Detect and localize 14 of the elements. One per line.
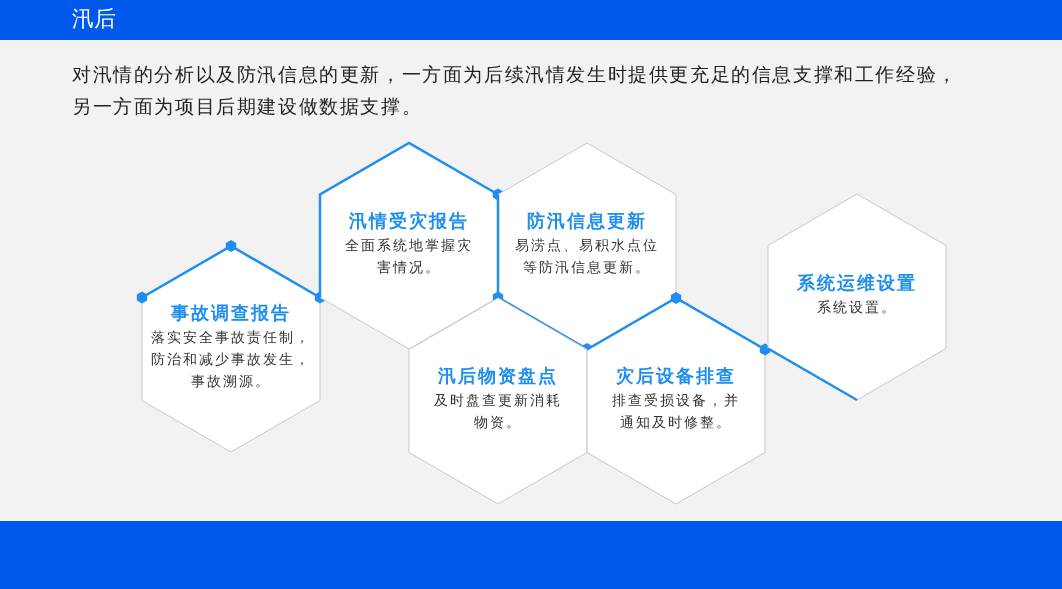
- hexagon-description: 排查受损设备，并通知及时修整。: [612, 391, 740, 432]
- hexagon-description: 易涝点、易积水点位等防汛信息更新。: [514, 236, 660, 277]
- hexagon-description: 及时盘查更新消耗物资。: [434, 391, 562, 432]
- hexagon-heading: 防汛信息更新: [527, 209, 647, 233]
- page-title: 汛后: [72, 5, 116, 33]
- hexagon-heading: 汛后物资盘点: [438, 364, 558, 388]
- hexagon-description: 落实安全事故责任制，防治和减少事故发生，事故溯源。: [150, 328, 312, 391]
- intro-paragraph: 对汛情的分析以及防汛信息的更新，一方面为后续汛情发生时提供更充足的信息支撑和工作经验，另一方面为项目后期建设做数据支撑。: [72, 62, 959, 119]
- hexagon-heading: 事故调查报告: [171, 301, 291, 325]
- hexagon-description: 系统设置。: [816, 298, 898, 317]
- hexagon-heading: 汛情受灾报告: [349, 209, 469, 233]
- hexagon-heading: 系统运维设置: [797, 271, 917, 295]
- hexagon-heading: 灾后设备排查: [616, 364, 736, 388]
- hexagon-description: 全面系统地掌握灾害情况。: [345, 236, 473, 277]
